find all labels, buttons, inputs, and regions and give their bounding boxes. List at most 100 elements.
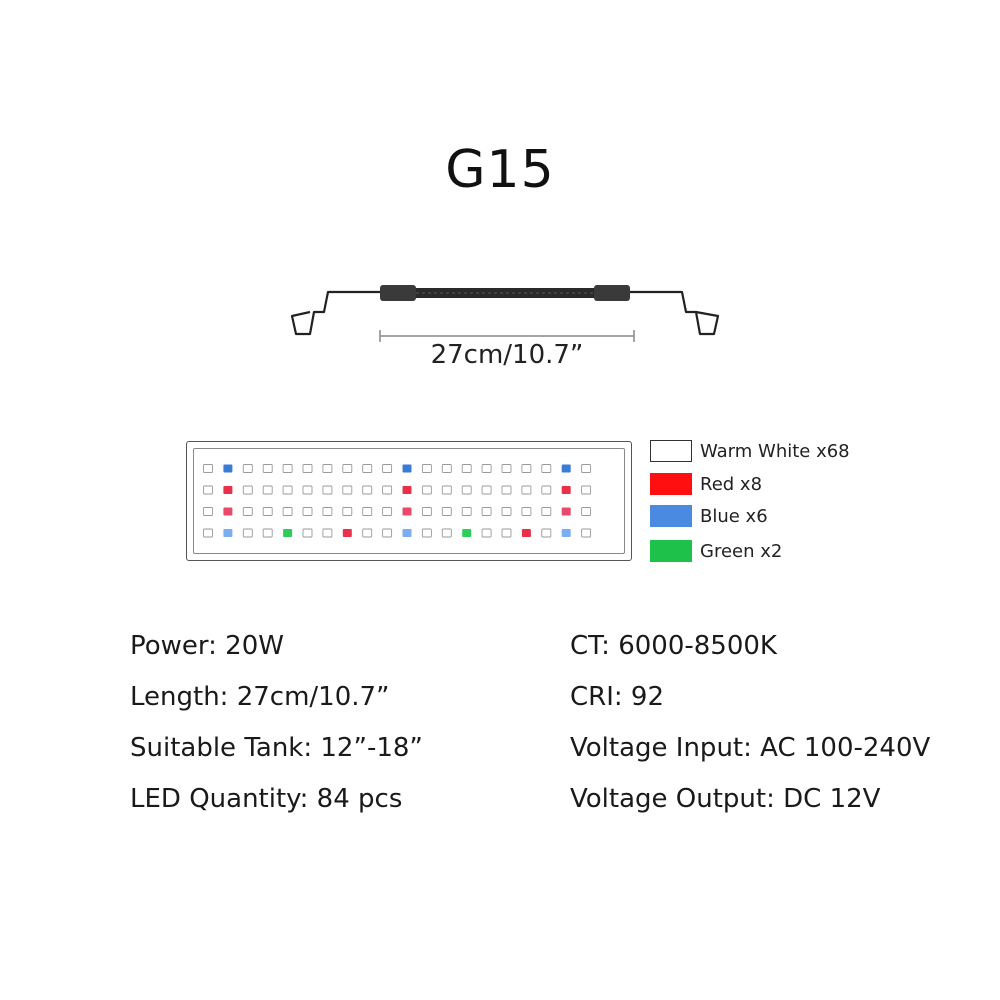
- led-chip: [282, 464, 293, 473]
- led-chip: [382, 507, 393, 516]
- led-chip: [521, 464, 532, 473]
- led-chip: [262, 507, 273, 516]
- led-chip: [421, 528, 432, 538]
- legend-label: Warm White x68: [700, 440, 850, 462]
- dimension-label: 27cm/10.7”: [430, 340, 584, 370]
- led-chip: [481, 464, 492, 473]
- led-chip: [203, 528, 213, 538]
- light-fixture-illustration: [290, 285, 720, 342]
- led-chip: [382, 464, 393, 473]
- legend-item-green: Green x2: [650, 540, 782, 562]
- spec-suitable-tank: Suitable Tank: 12”-18”: [130, 733, 423, 763]
- spec-length: Length: 27cm/10.7”: [130, 682, 390, 712]
- led-chip: [521, 485, 532, 495]
- led-chip: [501, 528, 512, 538]
- led-chip: [461, 464, 472, 473]
- led-chip: [302, 464, 313, 473]
- led-chip: [362, 485, 373, 495]
- legend-item-red: Red x8: [650, 473, 762, 495]
- legend-label: Blue x6: [700, 505, 768, 527]
- spec-ct: CT: 6000-8500K: [570, 631, 777, 661]
- led-chip: [421, 507, 432, 516]
- product-title: G15: [445, 140, 555, 200]
- led-chip: [282, 507, 293, 516]
- led-chip: [342, 464, 353, 473]
- led-chip: [242, 464, 253, 473]
- led-chip: [462, 529, 472, 537]
- led-chip: [262, 485, 273, 495]
- legend-label: Red x8: [700, 473, 763, 495]
- led-chip: [283, 529, 293, 537]
- led-chip: [203, 485, 213, 495]
- led-panel: [186, 441, 632, 561]
- led-chip: [581, 507, 592, 516]
- led-chip: [382, 485, 393, 495]
- spec-cri: CRI: 92: [570, 682, 664, 712]
- led-chip: [242, 485, 253, 495]
- led-chip: [322, 507, 333, 516]
- led-chip: [402, 507, 412, 516]
- led-chip: [302, 528, 313, 538]
- led-chip: [402, 529, 412, 537]
- led-chip: [242, 507, 253, 516]
- legend-swatch: [650, 505, 692, 527]
- led-chip: [441, 507, 452, 516]
- spec-voltage-output: Voltage Output: DC 12V: [570, 784, 881, 814]
- led-chip: [421, 485, 432, 495]
- led-chip: [581, 464, 592, 473]
- legend-swatch: [650, 473, 692, 495]
- led-panel-inner: [193, 448, 625, 554]
- led-chip: [481, 485, 492, 495]
- led-chip: [342, 529, 352, 537]
- led-chip: [223, 507, 233, 516]
- led-chip: [402, 486, 412, 494]
- led-chip: [322, 528, 333, 538]
- led-chip: [282, 485, 293, 495]
- led-chip: [362, 507, 373, 516]
- led-chip: [223, 529, 233, 537]
- led-chip: [481, 507, 492, 516]
- led-chip: [421, 464, 432, 473]
- led-chip: [302, 485, 313, 495]
- led-chip: [481, 528, 492, 538]
- led-chip: [541, 507, 552, 516]
- led-chip: [461, 507, 472, 516]
- led-chip: [581, 485, 592, 495]
- led-chip: [541, 485, 552, 495]
- led-chip: [541, 464, 552, 473]
- led-chip: [561, 507, 571, 516]
- legend-item-warm-white: Warm White x68: [650, 440, 850, 462]
- led-chip: [561, 464, 571, 473]
- led-chip: [581, 528, 592, 538]
- legend-swatch: [650, 440, 692, 462]
- led-chip: [541, 528, 552, 538]
- led-chip: [242, 528, 253, 538]
- led-chip: [402, 464, 412, 473]
- led-chip: [362, 464, 373, 473]
- led-chip: [561, 486, 571, 494]
- led-grid: [203, 464, 592, 538]
- led-chip: [461, 485, 472, 495]
- led-chip: [382, 528, 393, 538]
- legend-swatch: [650, 540, 692, 562]
- led-chip: [302, 507, 313, 516]
- led-chip: [521, 529, 531, 537]
- led-chip: [223, 486, 233, 494]
- led-chip: [441, 464, 452, 473]
- led-chip: [501, 507, 512, 516]
- led-chip: [322, 464, 333, 473]
- led-chip: [223, 464, 233, 473]
- led-chip: [441, 528, 452, 538]
- led-chip: [362, 528, 373, 538]
- led-chip: [561, 529, 571, 537]
- led-chip: [262, 528, 273, 538]
- led-chip: [521, 507, 532, 516]
- spec-power: Power: 20W: [130, 631, 284, 661]
- led-chip: [441, 485, 452, 495]
- led-chip: [203, 464, 213, 473]
- spec-led-quantity: LED Quantity: 84 pcs: [130, 784, 403, 814]
- led-chip: [501, 485, 512, 495]
- led-chip: [203, 507, 213, 516]
- legend-item-blue: Blue x6: [650, 505, 768, 527]
- spec-voltage-input: Voltage Input: AC 100-240V: [570, 733, 931, 763]
